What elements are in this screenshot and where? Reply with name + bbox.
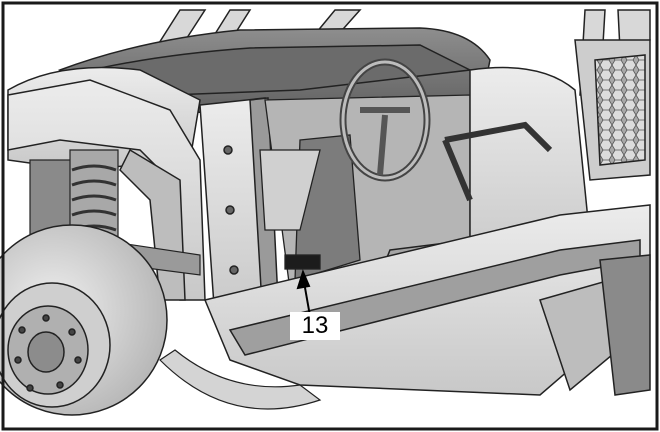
front-tire [0, 224, 168, 416]
rocker-panel [203, 204, 651, 396]
cockpit-interior [259, 94, 471, 291]
steering-wheel [339, 58, 431, 182]
callout-leader-line [296, 269, 311, 317]
highlighted-part [284, 254, 321, 270]
grab-handle [442, 121, 553, 202]
callout-number-13: 13 [290, 312, 340, 340]
side-net-panel [574, 39, 651, 181]
rear-tire-hint [159, 349, 322, 410]
